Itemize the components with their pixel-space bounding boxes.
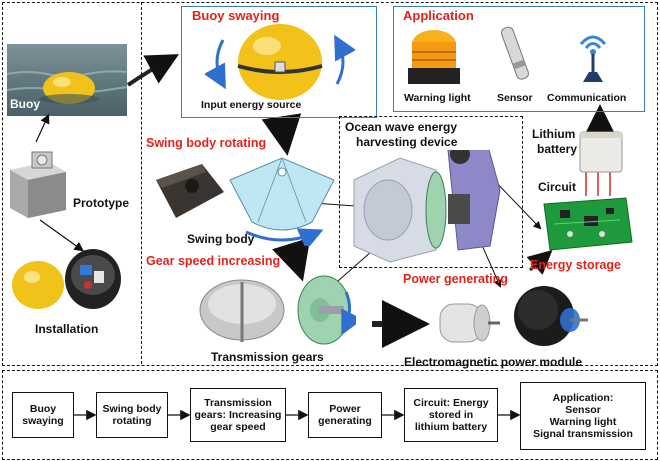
warning-light-icon (408, 30, 460, 84)
prototype-label: Prototype (73, 196, 130, 210)
application-item-communication: Communication (547, 92, 627, 104)
transmission-gear-photo (199, 279, 285, 342)
prototype-svg (10, 151, 66, 218)
buoy-label: Buoy (10, 97, 40, 111)
electromagnetic-module-image (514, 286, 588, 346)
harvester-box (339, 116, 523, 268)
energy-storage-title: Energy storage (530, 258, 622, 272)
battery-label-line2: battery (537, 142, 578, 156)
dc-motor-image (439, 303, 500, 343)
top-frame (2, 2, 658, 366)
application-item-warning-light: Warning light (404, 92, 471, 104)
installation-svg (12, 249, 121, 309)
buoy-swaying-subtitle: Input energy source (201, 99, 302, 111)
circuit-board-image (543, 197, 633, 251)
buoy-photo-svg (7, 70, 127, 104)
swaying-buoy-svg (205, 24, 355, 100)
application-title: Application (403, 8, 474, 23)
installation-label: Installation (35, 322, 99, 336)
power-module-label: Electromagnetic power module (404, 355, 583, 369)
application-box (393, 6, 645, 112)
gear-speed-title: Gear speed increasing (146, 254, 281, 268)
communication-icon (579, 35, 607, 82)
application-item-sensor: Sensor (497, 92, 533, 104)
swing-body-photo (156, 164, 224, 218)
power-generating-title: Power generating (403, 272, 508, 286)
prototype-image (4, 148, 74, 220)
bottom-frame (2, 370, 658, 460)
installation-image (8, 245, 128, 315)
left-divider (141, 2, 142, 364)
buoy-swaying-title: Buoy swaying (192, 8, 280, 23)
harvester-title-line1: Ocean wave energy (345, 120, 458, 134)
transmission-gear-diagram (297, 275, 356, 345)
sensor-icon (501, 26, 529, 80)
swing-body-label: Swing body (187, 232, 255, 246)
swing-body-rotating-title: Swing body rotating (146, 136, 267, 150)
buoy-swaying-box (181, 6, 377, 118)
harvester-diagram (353, 150, 501, 263)
circuit-label: Circuit (538, 180, 577, 194)
battery-label-line1: Lithium (532, 127, 576, 141)
swing-body-diagram (229, 157, 335, 246)
transmission-gears-label: Transmission gears (211, 350, 324, 364)
lithium-battery-image (579, 131, 623, 173)
buoy-photo (7, 44, 127, 116)
harvester-title-line2: harvesting device (356, 135, 458, 149)
